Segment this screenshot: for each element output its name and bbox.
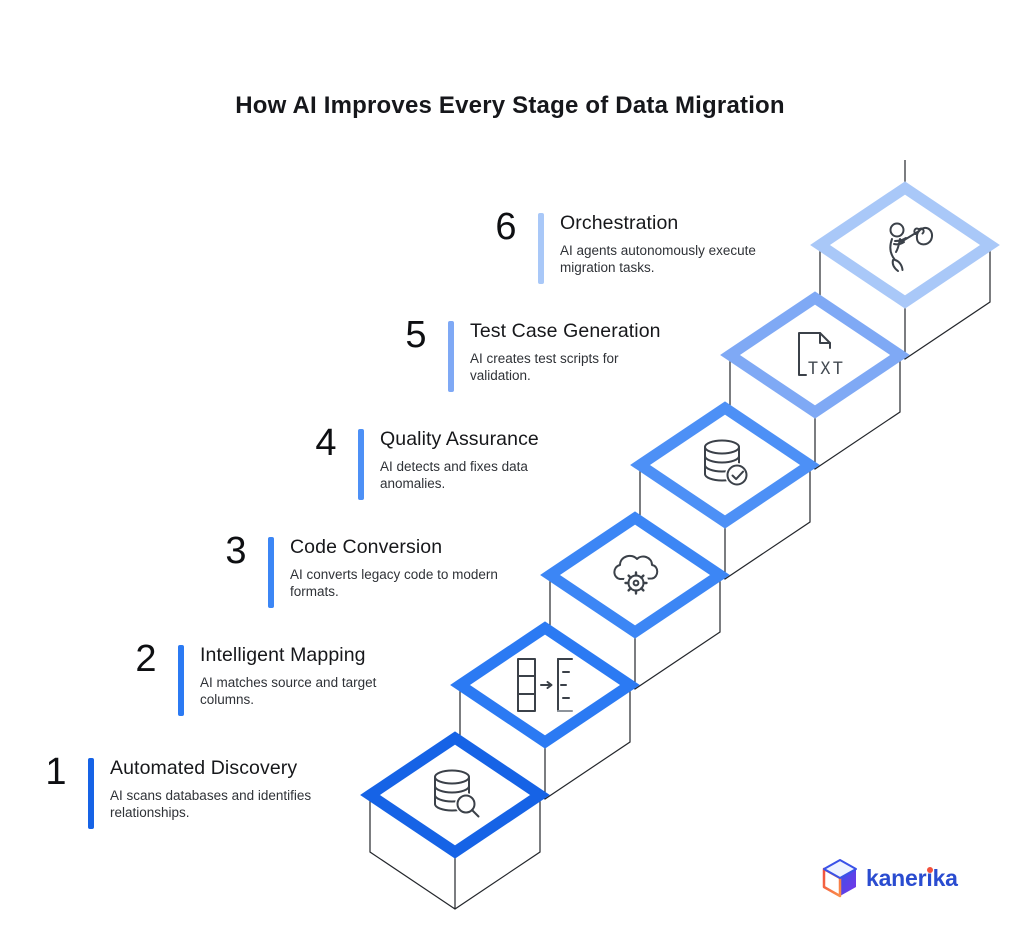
step-3 (540, 511, 730, 690)
stage-description: AI matches source and target columns. (200, 675, 377, 707)
logo-wordmark: kanerika (866, 864, 958, 891)
txt-file-icon: TXT (798, 332, 845, 378)
stage-accent-bar (358, 429, 364, 500)
stage-label-5: 5 Test Case Generation AI creates test s… (398, 314, 738, 412)
stage-accent-bar (178, 645, 184, 716)
stage-description: AI agents autonomously execute migration… (560, 243, 756, 275)
stage-accent-bar (448, 321, 454, 392)
database-search-icon (434, 769, 480, 818)
kanerika-logo: kanerika (822, 858, 958, 898)
kanerika-logo-cube-icon (822, 859, 857, 898)
stage-label-4: 4 Quality Assurance AI detects and fixes… (308, 422, 648, 520)
step-6 (810, 160, 1000, 360)
stage-number: 3 (225, 530, 247, 572)
step-5-diamond (720, 291, 910, 419)
stage-accent-bar (268, 537, 274, 608)
person-carrying-bag-icon (889, 222, 933, 272)
stage-number: 2 (135, 638, 157, 680)
stage-label-3: 3 Code Conversion AI converts legacy cod… (218, 530, 558, 628)
step-6-diamond (810, 181, 1000, 309)
logo-i-dot (926, 867, 933, 873)
step-2 (450, 621, 640, 800)
stage-title: Quality Assurance (380, 428, 539, 450)
stage-title: Code Conversion (290, 536, 443, 558)
stage-number: 6 (495, 206, 517, 248)
step-4-diamond (630, 401, 820, 529)
page-title: How AI Improves Every Stage of Data Migr… (235, 92, 785, 119)
stage-accent-bar (88, 758, 94, 829)
svg-text:TXT: TXT (808, 359, 845, 378)
stage-accent-bar (538, 213, 544, 284)
step-5: TXT (720, 291, 910, 470)
column-mapping-icon (517, 658, 573, 712)
stage-number: 4 (315, 422, 337, 464)
stage-title: Automated Discovery (110, 757, 298, 779)
stage-label-6: 6 Orchestration AI agents autonomously e… (488, 206, 828, 304)
stage-description: AI converts legacy code to modern format… (290, 567, 498, 599)
stage-label-2: 2 Intelligent Mapping AI matches source … (128, 638, 468, 736)
database-check-icon (704, 439, 749, 487)
step-4 (630, 401, 820, 580)
stage-description: AI scans databases and identifies relati… (110, 788, 312, 820)
stage-title: Orchestration (560, 212, 679, 234)
step-1 (360, 731, 550, 910)
stage-title: Intelligent Mapping (200, 644, 366, 666)
step-1-diamond (360, 731, 550, 859)
stage-description: AI detects and fixes data anomalies. (380, 459, 528, 491)
stage-number: 5 (405, 314, 427, 356)
stage-description: AI creates test scripts for validation. (470, 351, 619, 383)
stage-label-1: 1 Automated Discovery AI scans databases… (38, 751, 378, 849)
stage-number: 1 (45, 751, 67, 793)
cloud-gear-icon (613, 554, 659, 596)
stage-title: Test Case Generation (470, 320, 661, 342)
